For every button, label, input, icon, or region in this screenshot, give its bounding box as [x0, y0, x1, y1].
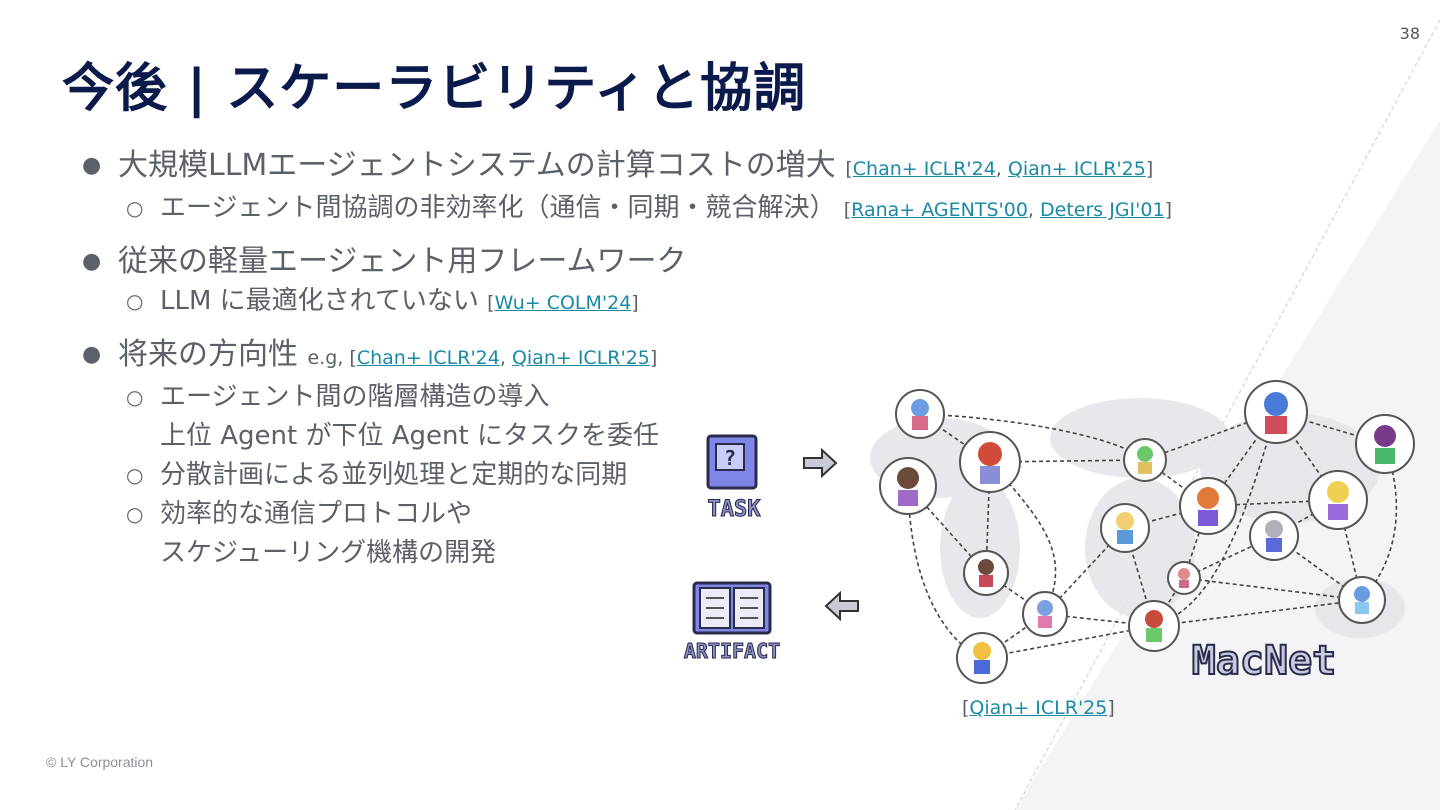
sub-bullet-item: ○ 効率的な通信プロトコルや スケジューリング機構の開発	[80, 495, 1230, 573]
citation: e.g, [Chan+ ICLR'24, Qian+ ICLR'25]	[307, 347, 658, 369]
sub-bullet-text: エージェント間の階層構造の導入	[160, 382, 550, 412]
agent-avatar-icon	[1128, 600, 1180, 652]
sub-bullet-text: エージェント間協調の非効率化（通信・同期・競合解決）	[160, 193, 836, 223]
bullet-item: ● 大規模LLMエージェントシステムの計算コストの増大 [Chan+ ICLR'…	[80, 146, 1230, 189]
task-label: TASK	[708, 497, 762, 522]
agent-avatar-icon	[1167, 561, 1201, 595]
agent-avatar-icon	[879, 457, 937, 515]
macnet-illustration: ? TASK ARTIFACT	[683, 380, 1415, 685]
agent-avatar-icon	[1355, 414, 1415, 474]
bullet-text: 従来の軽量エージェント用フレームワーク	[118, 244, 687, 279]
agent-avatar-icon	[959, 431, 1021, 493]
agent-avatar-icon	[956, 632, 1008, 684]
bullet-ring-icon: ○	[126, 463, 144, 487]
arrow-right-icon	[803, 447, 838, 479]
sub-bullet-text: LLM に最適化されていない	[160, 286, 479, 316]
artifact-book-icon	[692, 581, 772, 635]
figure-citation: [Qian+ ICLR'25]	[962, 697, 1115, 719]
citation-link[interactable]: Chan+ ICLR'24	[852, 158, 996, 180]
citation: [Wu+ COLM'24]	[487, 292, 639, 314]
agent-nodes	[879, 380, 1415, 684]
bullet-ring-icon: ○	[126, 502, 144, 526]
citation-link[interactable]: Chan+ ICLR'24	[356, 347, 500, 369]
sub-bullet-item: ○ エージェント間協調の非効率化（通信・同期・競合解決） [Rana+ AGEN…	[80, 189, 1230, 230]
agent-avatar-icon	[1100, 503, 1150, 553]
artifact-label: ARTIFACT	[684, 639, 780, 663]
bullet-dot-icon: ●	[82, 249, 102, 274]
bullet-item: ● 将来の方向性 e.g, [Chan+ ICLR'24, Qian+ ICLR…	[80, 335, 1230, 378]
citation-link[interactable]: Qian+ ICLR'25	[511, 347, 650, 369]
arrow-left-icon	[824, 590, 859, 622]
agent-avatar-icon	[895, 389, 945, 439]
agent-avatar-icon	[1308, 470, 1368, 530]
agent-avatar-icon	[1338, 576, 1386, 624]
bullet-ring-icon: ○	[126, 196, 144, 220]
slide-title: 今後 | スケーラビリティと協調	[62, 59, 807, 119]
eg-prefix: e.g,	[307, 347, 344, 369]
sub-bullet-item: ○ エージェント間の階層構造の導入 上位 Agent が下位 Agent にタス…	[80, 378, 1230, 456]
bullet-dot-icon: ●	[82, 342, 102, 367]
citation-link[interactable]: Qian+ ICLR'25	[969, 697, 1108, 719]
bullet-dot-icon: ●	[82, 153, 102, 178]
sub-bullet-item: ○ LLM に最適化されていない [Wu+ COLM'24]	[80, 282, 1230, 323]
sub-bullet-item: ○ 分散計画による並列処理と定期的な同期	[80, 456, 1230, 495]
page-number: 38	[1399, 24, 1420, 43]
bullet-ring-icon: ○	[126, 385, 144, 409]
citation-link[interactable]: Deters JGI'01	[1040, 199, 1165, 221]
sub-bullet-text: 分散計画による並列処理と定期的な同期	[160, 460, 628, 490]
bullet-item: ● 従来の軽量エージェント用フレームワーク	[80, 242, 1230, 282]
agent-avatar-icon	[1244, 380, 1308, 444]
bullet-ring-icon: ○	[126, 289, 144, 313]
citation: [Rana+ AGENTS'00, Deters JGI'01]	[843, 199, 1172, 221]
bullet-list: ● 大規模LLMエージェントシステムの計算コストの増大 [Chan+ ICLR'…	[80, 146, 1230, 573]
svg-text:?: ?	[724, 446, 736, 470]
sub-bullet-text: 効率的な通信プロトコルや	[160, 499, 473, 529]
sub-bullet-text-continuation: 上位 Agent が下位 Agent にタスクを委任	[160, 421, 659, 451]
agent-avatar-icon	[1249, 511, 1299, 561]
agent-avatar-icon	[1022, 591, 1068, 637]
citation-link[interactable]: Wu+ COLM'24	[494, 292, 632, 314]
agent-avatar-icon	[1179, 477, 1237, 535]
bullet-text: 将来の方向性	[118, 337, 298, 372]
citation: [Chan+ ICLR'24, Qian+ ICLR'25]	[845, 158, 1154, 180]
sub-bullet-text-continuation: スケジューリング機構の開発	[160, 538, 497, 568]
citation-link[interactable]: Qian+ ICLR'25	[1007, 158, 1146, 180]
citation-link[interactable]: Rana+ AGENTS'00	[851, 199, 1028, 221]
bullet-text: 大規模LLMエージェントシステムの計算コストの増大	[118, 148, 836, 183]
macnet-label: MacNet	[1192, 638, 1337, 684]
task-book-icon: ?	[706, 434, 758, 490]
agent-avatar-icon	[1123, 438, 1167, 482]
agent-avatar-icon	[963, 550, 1009, 596]
footer-copyright: © LY Corporation	[46, 754, 154, 770]
